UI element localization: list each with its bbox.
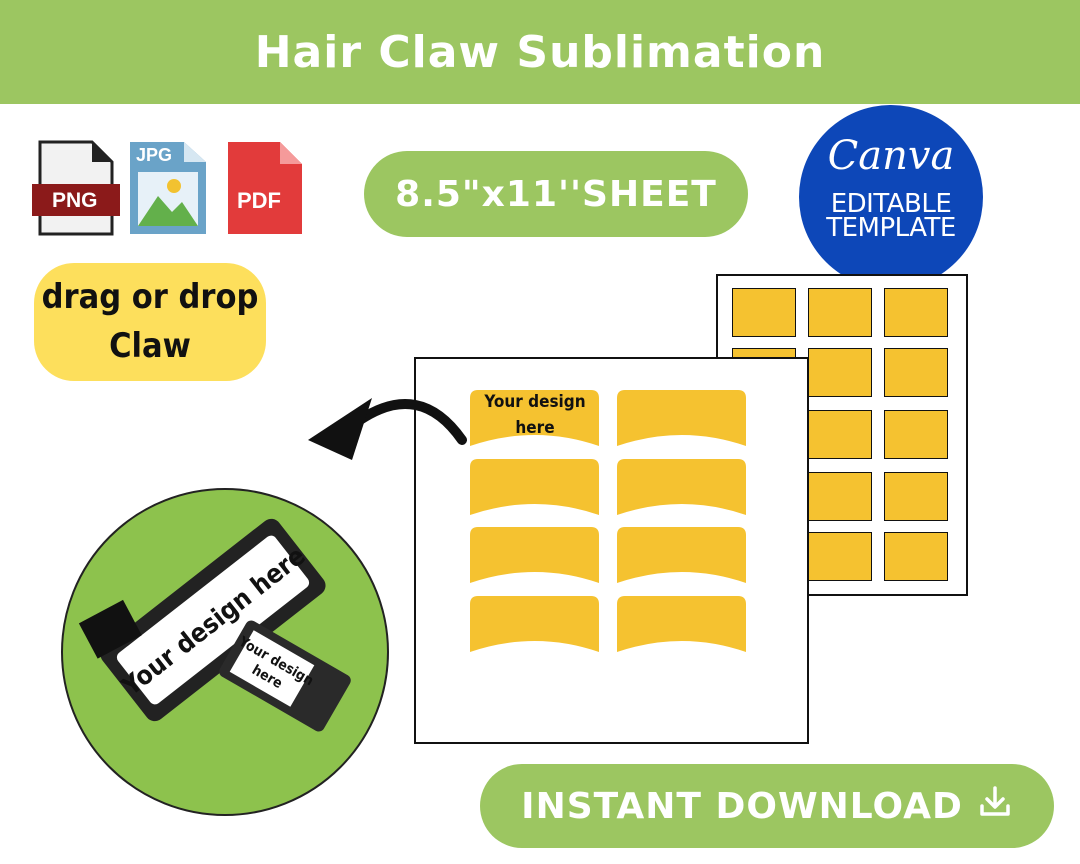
claw-shape (470, 390, 599, 446)
design-placeholder-label: Your design here (470, 390, 600, 441)
drag-drop-line1: drag or drop (41, 276, 259, 317)
arrow-head-icon (308, 398, 372, 460)
template-rectangle (884, 288, 948, 337)
png-file-icon: PNG (30, 140, 122, 236)
sheet-size-badge: 8.5"x11''SHEET (364, 151, 748, 237)
page-title: Hair Claw Sublimation (254, 26, 826, 78)
pdf-file-icon: PDF (226, 140, 304, 236)
drag-drop-line2: Claw (109, 326, 191, 366)
template-rectangle (808, 472, 872, 521)
png-label: PNG (52, 189, 98, 212)
curved-arrow-icon (355, 399, 467, 445)
template-rectangle (808, 532, 872, 581)
claw-shape (470, 459, 599, 515)
claw-mockup-circle: Your design here Your design here (61, 488, 389, 816)
template-rectangle (808, 288, 872, 337)
download-icon (977, 784, 1013, 829)
claw-shape (617, 390, 746, 446)
template-rectangle (884, 410, 948, 459)
claw-shape (617, 596, 746, 652)
canva-logo: Canva (827, 133, 955, 179)
template-rectangle (808, 348, 872, 397)
claw-shape (470, 527, 599, 583)
jpg-label: JPG (136, 145, 173, 165)
jpg-file-icon: JPG (128, 140, 208, 236)
design-label-line2: here (515, 417, 555, 438)
design-label-line1: Your design (484, 392, 586, 412)
template-rectangle (732, 288, 796, 337)
claw-shape (617, 527, 746, 583)
drag-drop-badge: drag or drop Claw (34, 263, 266, 381)
header-banner: Hair Claw Sublimation (0, 0, 1080, 104)
claw-shape (617, 459, 746, 515)
instant-download-button[interactable]: INSTANT DOWNLOAD (480, 764, 1054, 848)
template-rectangle (884, 472, 948, 521)
template-rectangle (808, 410, 872, 459)
sheet-size-label: 8.5"x11''SHEET (395, 173, 717, 215)
canva-template-label: TEMPLATE (826, 213, 956, 243)
canva-editable-label: EDITABLE (830, 189, 952, 219)
template-rectangle (884, 532, 948, 581)
claw-shape (470, 596, 599, 652)
canva-badge: Canva EDITABLE TEMPLATE (799, 105, 983, 289)
download-label: INSTANT DOWNLOAD (521, 785, 963, 827)
template-rectangle (884, 348, 948, 397)
pdf-label: PDF (237, 188, 281, 213)
